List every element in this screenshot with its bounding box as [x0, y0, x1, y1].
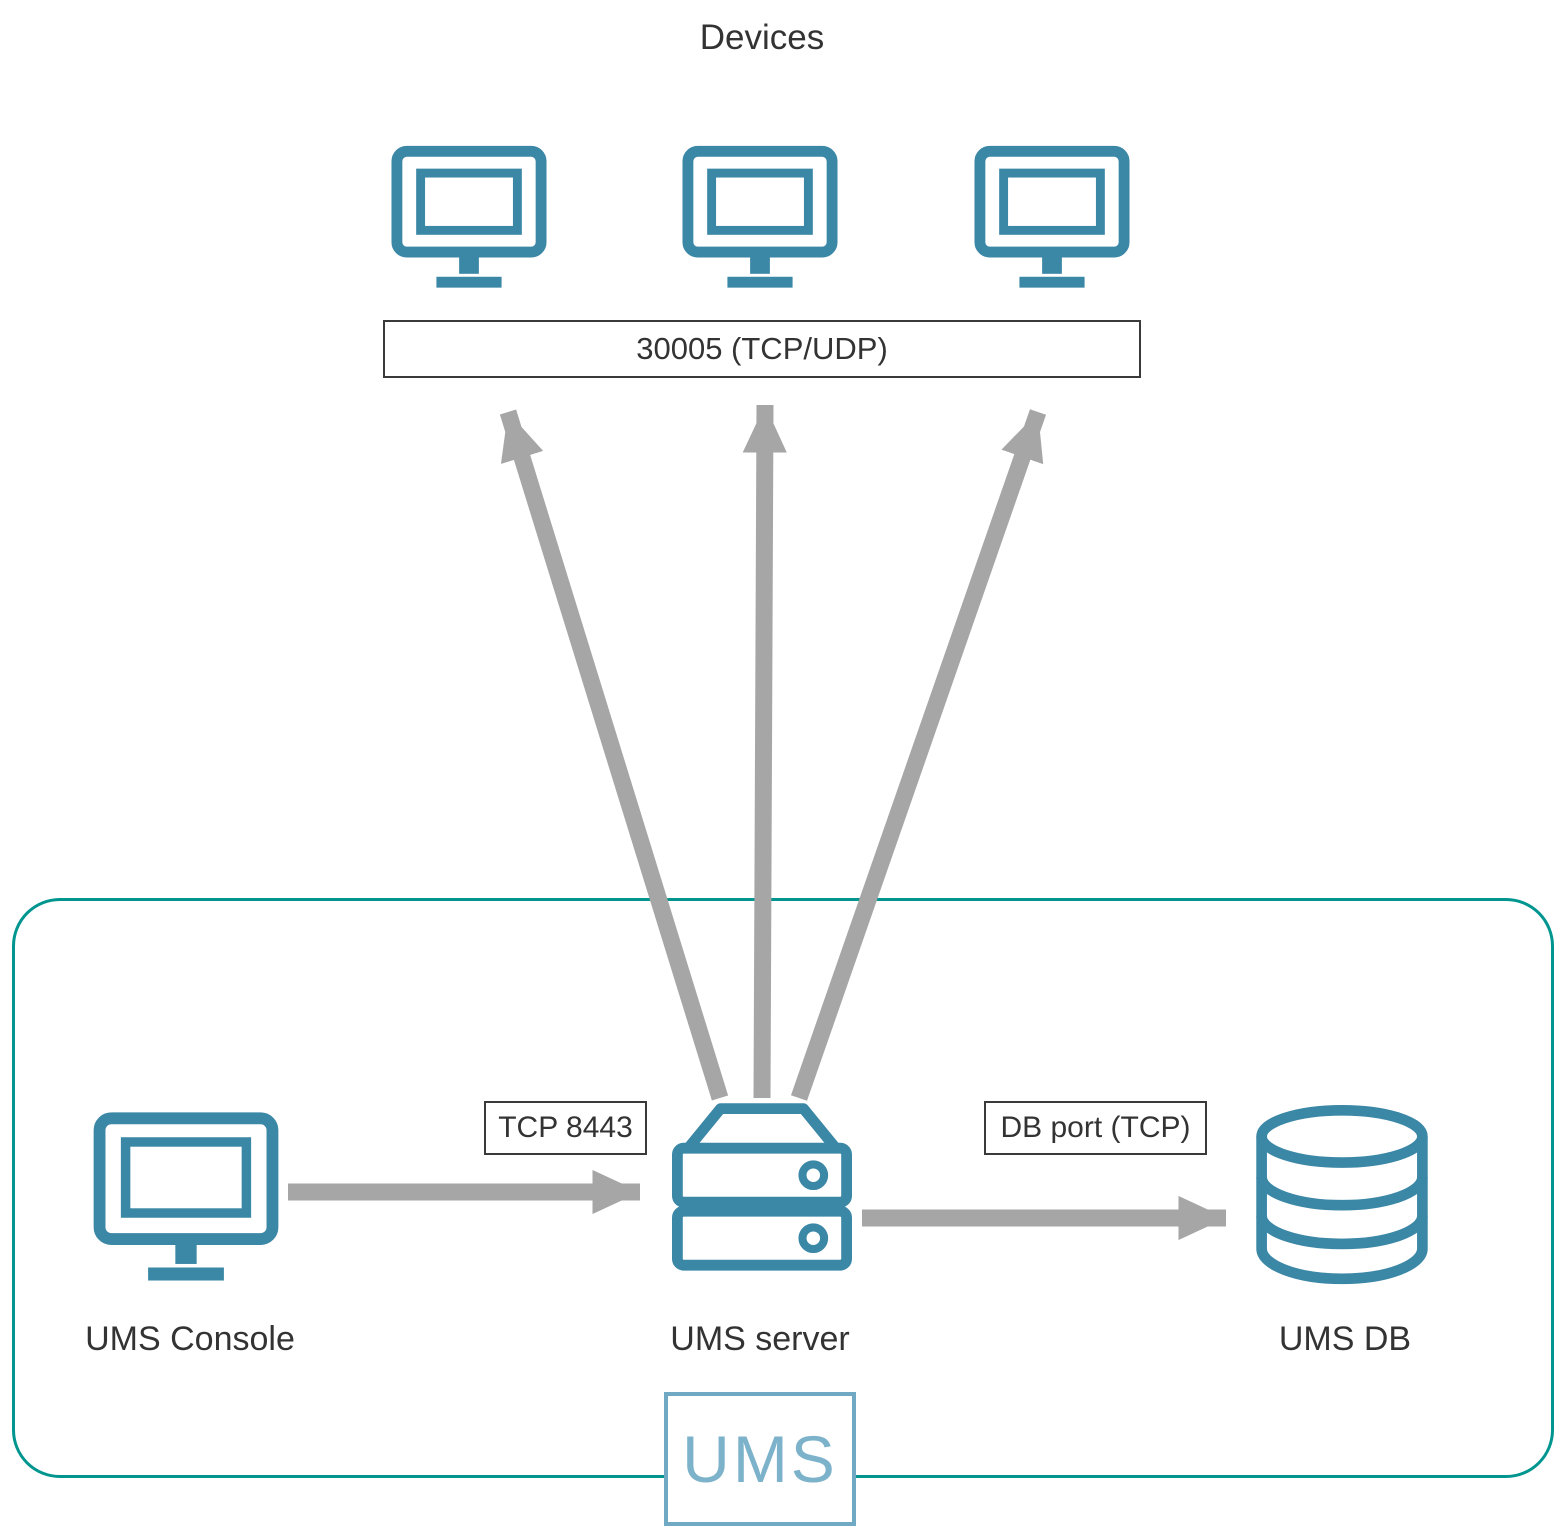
device-node-3 [973, 143, 1131, 296]
ums-db-node [1250, 1100, 1434, 1292]
ums-console-node [88, 1110, 284, 1290]
ums-console-label: UMS Console [85, 1320, 295, 1358]
monitor-icon [974, 145, 1130, 288]
ums-server-node [663, 1088, 861, 1293]
database-icon [1256, 1104, 1428, 1285]
device-node-1 [390, 143, 548, 296]
devices-group-title: Devices [699, 18, 825, 57]
console-server-port-label: TCP 8443 [498, 1111, 633, 1144]
arrow-server-to-device-left [499, 409, 729, 1101]
server-db-port-label: DB port (TCP) [1000, 1111, 1191, 1144]
devices-port-label: 30005 (TCP/UDP) [636, 331, 888, 366]
monitor-icon [391, 145, 547, 288]
monitor-icon [93, 1112, 279, 1281]
monitor-icon [682, 145, 838, 288]
ums-logo-text: UMS [682, 1422, 838, 1496]
arrow-server-to-device-middle [742, 404, 787, 1099]
devices-port-label-box: 30005 (TCP/UDP) [383, 320, 1141, 378]
server-stack-icon [672, 1103, 852, 1271]
ums-db-label: UMS DB [1278, 1320, 1412, 1358]
arrow-server-to-device-right [790, 409, 1047, 1101]
device-node-2 [681, 143, 839, 296]
ums-server-label: UMS server [670, 1320, 850, 1358]
ums-logo-badge: UMS [664, 1392, 856, 1526]
server-db-port-box: DB port (TCP) [984, 1101, 1207, 1155]
console-server-port-box: TCP 8443 [484, 1101, 647, 1155]
